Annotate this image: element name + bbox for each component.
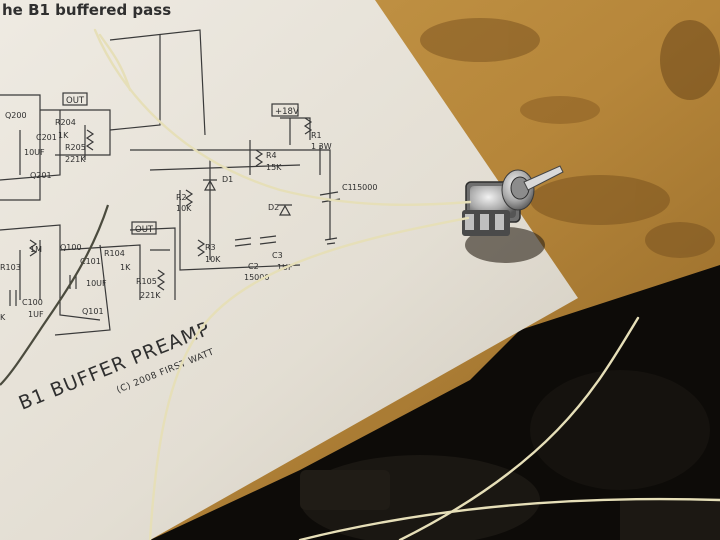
transistor-q100: Q100 <box>60 243 82 252</box>
wood-stains <box>420 18 720 258</box>
resistor-r205-ref: R205 <box>65 143 86 152</box>
capacitor-c201-value: 10UF <box>24 148 45 157</box>
resistor-r204-value: 1K <box>58 131 69 140</box>
resistor-r103-value: 1M <box>30 245 42 254</box>
capacitor-c100-value: 1UF <box>28 310 44 319</box>
resistor-r4-ref: R4 <box>266 151 277 160</box>
wire-to-switch-lower <box>148 216 470 540</box>
capacitor-c1-value: 15000 <box>352 183 377 192</box>
diode-d2: D2 <box>268 203 279 212</box>
resistor-r3-value: 10K <box>205 255 221 264</box>
transistor-q201: Q201 <box>30 171 52 180</box>
transistor-q101: Q101 <box>82 307 104 316</box>
resistor-r104-value: 1K <box>120 263 131 272</box>
out-label-bottom: OUT <box>135 225 154 235</box>
resistor-r1-ref: R1 <box>311 131 322 140</box>
toggle-switch <box>462 165 564 236</box>
resistor-r1-value: 1 3W <box>311 142 332 151</box>
capacitor-c101-ref: C101 <box>80 257 101 266</box>
resistor-r104-ref: R104 <box>104 249 125 258</box>
capacitor-c2-value: 15000 <box>244 273 269 282</box>
capacitor-c100-ref: C100 <box>22 298 43 307</box>
wire-front-right <box>398 316 640 540</box>
capacitor-c2-ref: C2 <box>248 262 259 271</box>
schematic-header: he B1 buffered pass <box>2 1 171 19</box>
resistor-r2-value: 10K <box>176 204 192 213</box>
wires <box>93 28 720 540</box>
diode-d1: D1 <box>222 175 233 184</box>
resistor-r105-value: 221K <box>140 291 161 300</box>
supply-label: +18V <box>275 107 299 117</box>
capacitor-c101-value: 10UF <box>86 279 107 288</box>
switch-lever <box>523 165 564 191</box>
capacitor-c3-ref: C3 <box>272 251 283 260</box>
resistor-r103-ref: R103 <box>0 263 21 272</box>
resistor-r4-value: 15K <box>266 163 282 172</box>
resistor-r2-ref: R2 <box>176 193 187 202</box>
transistor-q200: Q200 <box>5 111 27 120</box>
background-clutter <box>300 370 720 540</box>
schematic-paper <box>0 0 578 540</box>
wire-up-left <box>98 33 132 92</box>
out-label-top: OUT <box>66 96 85 106</box>
resistor-r3-ref: R3 <box>205 243 216 252</box>
edge-fragment: K <box>0 313 6 322</box>
resistor-r205-value: 221K <box>65 155 86 164</box>
resistor-r204-ref: R204 <box>55 118 76 127</box>
wire-to-switch-top <box>93 28 472 207</box>
capacitor-c201-ref: C201 <box>36 133 57 142</box>
resistor-r105-ref: R105 <box>136 277 157 286</box>
capacitor-c1-ref: C1 <box>342 183 353 192</box>
wire-bottom <box>298 497 720 540</box>
dark-wire-left <box>0 204 110 386</box>
